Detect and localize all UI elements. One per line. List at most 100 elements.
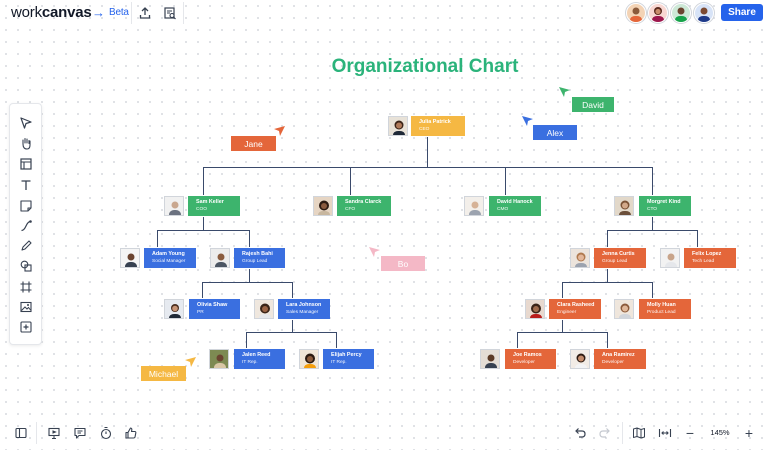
cursor-pointer-icon (274, 126, 285, 136)
connector-line (562, 282, 563, 298)
logo-arrow: → (92, 5, 105, 20)
profile-photo[interactable] (388, 116, 408, 136)
org-card-lara-johnson[interactable]: Lara Johnson Sales Manager (278, 299, 330, 319)
profile-photo[interactable] (209, 349, 229, 369)
profile-photo[interactable] (254, 299, 274, 319)
profile-photo[interactable] (570, 248, 590, 268)
org-card-elijah-percy[interactable]: Elijah Percy IT Rep. (323, 349, 374, 369)
image-tool-button[interactable] (17, 298, 34, 315)
minimap-button[interactable] (630, 424, 648, 442)
person-name: Olivia Shaw (197, 302, 228, 308)
collaborator-avatar[interactable] (648, 3, 668, 23)
profile-photo[interactable] (299, 349, 319, 369)
person-role: Engineer (557, 310, 577, 315)
text-tool-button[interactable] (17, 176, 34, 193)
org-card-olivia-shaw[interactable]: Olivia Shaw PR (189, 299, 240, 319)
connector-line (652, 167, 653, 195)
redo-button[interactable] (596, 424, 614, 442)
org-card-ceo[interactable]: Julia Patrick CEO (411, 116, 465, 136)
connector-icon (20, 219, 32, 231)
frame-tool-button[interactable] (17, 155, 34, 172)
profile-photo[interactable] (164, 299, 184, 319)
person-role: IT Rep. (331, 360, 347, 365)
comments-button[interactable] (71, 424, 89, 442)
org-card-felix-lopez[interactable]: Felix Lopez Tech Lead (684, 248, 736, 268)
org-card-cmo[interactable]: David Hanock CMO (489, 196, 541, 216)
present-button[interactable] (45, 424, 63, 442)
grid-frame-tool-button[interactable] (17, 278, 34, 295)
profile-photo[interactable] (570, 349, 590, 369)
timer-button[interactable] (97, 424, 115, 442)
app-logo[interactable]: workcanvas → Beta (11, 4, 129, 21)
profile-photo[interactable] (464, 196, 484, 216)
toggle-sidebar-button[interactable] (12, 424, 30, 442)
hand-tool-button[interactable] (17, 134, 34, 151)
collaborator-avatar[interactable] (671, 3, 691, 23)
shapes-tool-button[interactable] (17, 257, 34, 274)
redo-icon (599, 428, 610, 438)
collaborator-avatar[interactable] (626, 3, 646, 23)
connector-line (607, 230, 698, 231)
profile-photo[interactable] (660, 248, 680, 268)
fit-to-screen-button[interactable] (656, 424, 674, 442)
profile-photo[interactable] (313, 196, 333, 216)
profile-photo[interactable] (164, 196, 184, 216)
org-card-coo[interactable]: Sam Keller COO (188, 196, 240, 216)
connector-line (203, 217, 204, 230)
select-tool-button[interactable] (17, 114, 34, 131)
search-document-icon (164, 7, 176, 20)
person-photo-icon (304, 353, 316, 368)
search-board-button[interactable] (159, 3, 181, 23)
sticky-note-tool-button[interactable] (17, 197, 34, 214)
org-card-adam-young[interactable]: Adam Young Social Manager (144, 248, 196, 268)
connector-line (292, 282, 293, 298)
org-card-joe-ramos[interactable]: Joe Ramos Developer (505, 349, 556, 369)
org-card-cfo[interactable]: Sandra Clarck CFO (337, 196, 391, 216)
cursor-label-david: David (572, 97, 614, 112)
person-name: Lara Johnson (286, 302, 322, 308)
connector-line (562, 282, 653, 283)
zoom-out-button[interactable]: − (685, 425, 695, 441)
org-card-jalen-reed[interactable]: Jalen Reed IT Rep. (234, 349, 285, 369)
share-button[interactable]: Share (721, 4, 763, 21)
collaborator-avatar[interactable] (694, 3, 714, 23)
person-photo-icon (619, 303, 631, 318)
person-role: Developer (602, 360, 624, 365)
person-name: Joe Ramos (513, 352, 542, 358)
person-name: Sam Keller (196, 199, 224, 205)
export-upload-button[interactable] (134, 3, 156, 23)
profile-photo[interactable] (614, 299, 634, 319)
connector-line (607, 269, 608, 282)
person-name: Rajesh Bahi (242, 251, 273, 257)
person-photo-icon (169, 201, 181, 215)
org-card-cto[interactable]: Morgret Kind CTO (639, 196, 691, 216)
org-card-molly-huan[interactable]: Molly Huan Product Lead (639, 299, 691, 319)
undo-button[interactable] (571, 424, 589, 442)
add-tool-button[interactable] (17, 318, 34, 335)
logo-part2: canvas (41, 4, 92, 21)
org-card-clara-rasheed[interactable]: Clara Rasheed Engineer (549, 299, 601, 319)
person-name: Felix Lopez (692, 251, 722, 257)
profile-photo[interactable] (525, 299, 545, 319)
connector-line (202, 282, 293, 283)
org-card-rajesh-bahi[interactable]: Rajesh Bahi Group Lead (234, 248, 285, 268)
org-card-ana-ramirez[interactable]: Ana Ramirez Developer (594, 349, 646, 369)
zoom-in-button[interactable]: + (744, 425, 754, 441)
chart-title[interactable]: Organizational Chart (331, 56, 519, 77)
connector-tool-button[interactable] (17, 217, 34, 234)
profile-photo[interactable] (614, 196, 634, 216)
zoom-level[interactable]: 145% (710, 428, 730, 437)
org-card-jenna-curtis[interactable]: Jenna Curtis Group Lead (594, 248, 646, 268)
sticky-note-icon (19, 199, 32, 212)
profile-photo[interactable] (210, 248, 230, 268)
reactions-button[interactable] (122, 424, 140, 442)
timer-icon (100, 426, 112, 440)
pen-tool-button[interactable] (17, 237, 34, 254)
connector-line (697, 230, 698, 247)
person-role: Sales Manager (286, 310, 319, 315)
cursor-pointer-icon (559, 87, 570, 97)
undo-icon (575, 428, 586, 438)
cursor-label-michael: Michael (141, 366, 186, 381)
profile-photo[interactable] (480, 349, 500, 369)
profile-photo[interactable] (120, 248, 140, 268)
